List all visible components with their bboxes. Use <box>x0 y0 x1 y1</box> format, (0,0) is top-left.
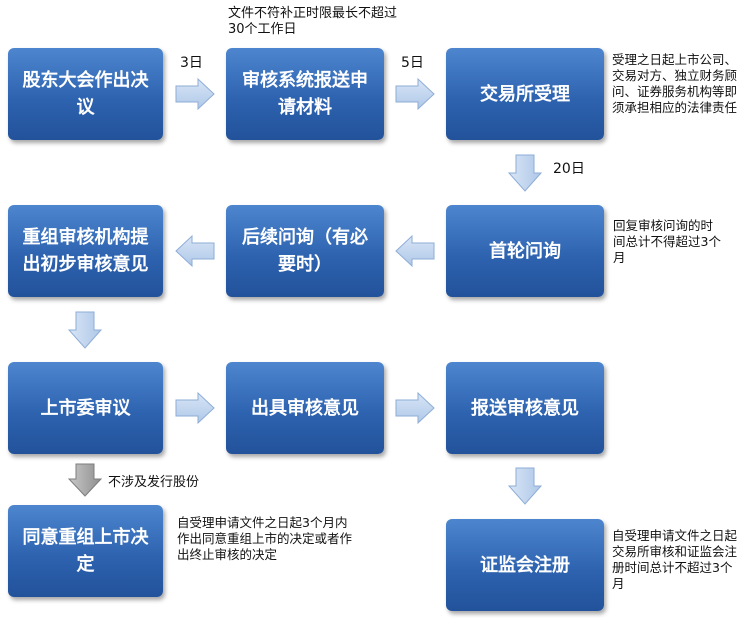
arrow-down-icon <box>67 311 103 349</box>
arrow-left-icon <box>175 234 215 268</box>
first-inquiry-box: 首轮问询 <box>446 205 604 297</box>
shareholders-resolution-box: 股东大会作出决议 <box>8 48 163 140</box>
acceptance-liability-note: 受理之日起上市公司、交易对方、独立财务顾问、证券服务机构等即须承担相应的法律责任 <box>612 52 738 115</box>
gray-arrow-down-icon <box>67 463 103 497</box>
arrow-down-icon <box>507 154 543 192</box>
correction-limit-note: 文件不符补正时限最长不超过30个工作日 <box>228 6 398 37</box>
preliminary-opinion-box: 重组审核机构提出初步审核意见 <box>8 205 163 297</box>
approve-restructuring-label: 同意重组上市决定 <box>22 527 149 575</box>
registration-limit-note: 自受理申请文件之日起交易所审核和证监会注册时间总计不超过3个月 <box>612 528 738 591</box>
days-5-label: 5日 <box>401 55 424 71</box>
inquiry-limit-note: 回复审核问询的时间总计不得超过3个月 <box>613 218 721 265</box>
submit-materials-box: 审核系统报送申请材料 <box>226 48 384 140</box>
shareholders-resolution-label: 股东大会作出决议 <box>22 70 149 118</box>
days-3-label: 3日 <box>180 55 203 71</box>
submit-materials-label: 审核系统报送申请材料 <box>242 70 368 118</box>
csrc-registration-box: 证监会注册 <box>446 519 604 611</box>
no-share-issue-label: 不涉及发行股份 <box>108 475 200 490</box>
days-20-label: 20日 <box>553 161 585 177</box>
csrc-registration-label: 证监会注册 <box>480 554 570 576</box>
arrow-right-icon <box>395 391 435 425</box>
listing-committee-label: 上市委审议 <box>40 397 131 419</box>
arrow-right-icon <box>175 391 215 425</box>
first-inquiry-label: 首轮问询 <box>489 240 561 262</box>
listing-committee-box: 上市委审议 <box>8 362 163 454</box>
arrow-right-icon <box>395 77 435 111</box>
issue-opinion-label: 出具审核意见 <box>251 397 359 419</box>
followup-inquiry-label: 后续问询（有必要时） <box>242 227 368 275</box>
decision-limit-note: 自受理申请文件之日起3个月内作出同意重组上市的决定或者作出终止审核的决定 <box>177 515 353 562</box>
followup-inquiry-box: 后续问询（有必要时） <box>226 205 384 297</box>
exchange-acceptance-box: 交易所受理 <box>446 48 604 140</box>
arrow-left-icon <box>395 234 435 268</box>
arrow-right-icon <box>175 77 215 111</box>
submit-opinion-label: 报送审核意见 <box>471 397 579 419</box>
issue-opinion-box: 出具审核意见 <box>226 362 384 454</box>
exchange-acceptance-label: 交易所受理 <box>480 83 570 105</box>
preliminary-opinion-label: 重组审核机构提出初步审核意见 <box>22 227 149 275</box>
approve-restructuring-box: 同意重组上市决定 <box>8 505 163 597</box>
arrow-down-icon <box>507 467 543 505</box>
submit-opinion-box: 报送审核意见 <box>446 362 604 454</box>
